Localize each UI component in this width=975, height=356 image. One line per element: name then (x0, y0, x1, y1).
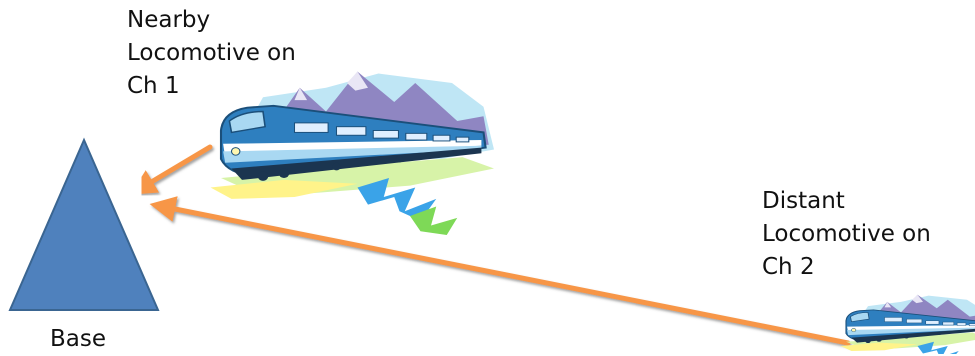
distant-train-icon (841, 295, 975, 354)
nearby-signal-arrow (148, 147, 210, 184)
distant-label-line: Distant (762, 185, 931, 218)
distant-label-line: Ch 2 (762, 251, 931, 284)
base-label: Base (50, 323, 106, 356)
distant-signal-arrow (170, 208, 848, 343)
nearby-label-line: Ch 1 (127, 70, 296, 103)
distant-label-line: Locomotive on (762, 218, 931, 251)
distant-locomotive-label: Distant Locomotive on Ch 2 (762, 185, 931, 284)
nearby-label-line: Nearby (127, 4, 296, 37)
nearby-label-line: Locomotive on (127, 37, 296, 70)
nearby-locomotive-label: Nearby Locomotive on Ch 1 (127, 4, 296, 103)
base-triangle-icon (10, 140, 158, 310)
